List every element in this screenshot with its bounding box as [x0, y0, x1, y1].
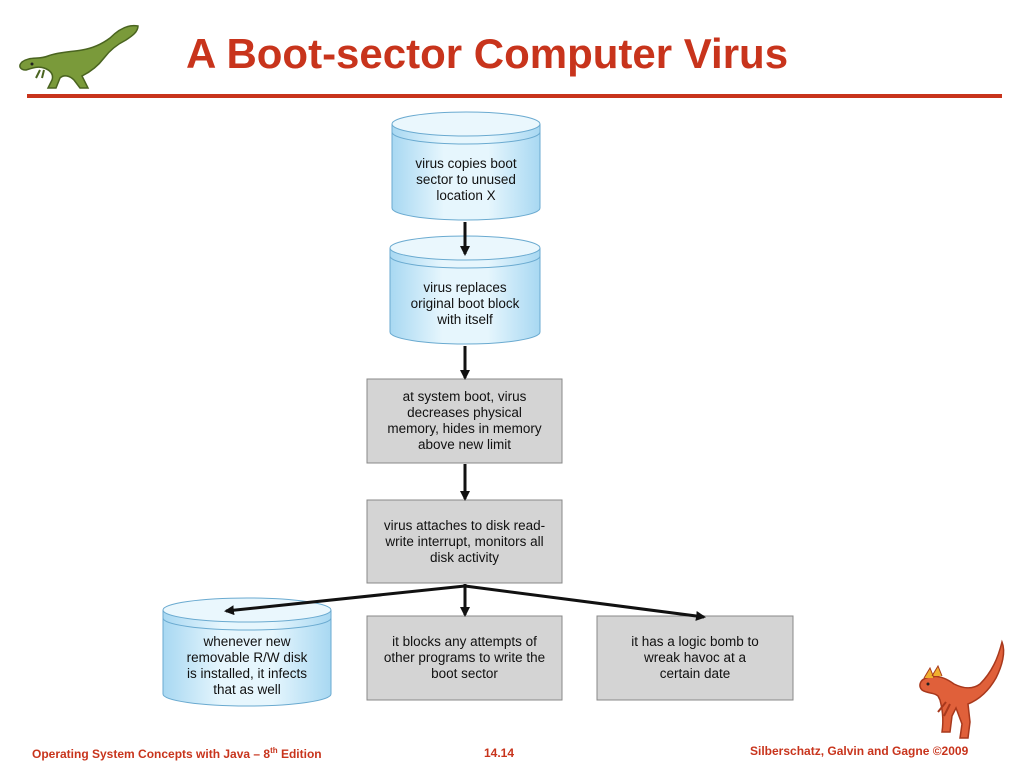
cylinder-step-1 — [391, 111, 541, 221]
step-5-text: whenever new removable R/W disk is insta… — [186, 634, 308, 697]
red-dinosaur-logo — [919, 639, 1005, 739]
slide-title: A Boot-sector Computer Virus — [186, 30, 789, 77]
arrow-4-to-5 — [224, 584, 466, 616]
step-2-text: virus replaces original boot block with … — [410, 280, 520, 327]
footer-book-title: Operating System Concepts with Java – 8t… — [32, 746, 322, 761]
title-divider — [27, 94, 1002, 98]
step-7-text: it has a logic bomb to wreak havoc at a … — [631, 634, 759, 681]
step-3-text: at system boot, virus decreases physical… — [387, 389, 542, 452]
green-dinosaur-logo — [19, 24, 139, 89]
process-box-step-4 — [366, 499, 563, 584]
step-4-text: virus attaches to disk read- write inter… — [383, 518, 546, 565]
footer-page-number: 14.14 — [484, 746, 515, 760]
step-6-text: it blocks any attempts of other programs… — [383, 634, 546, 681]
arrow-4-to-7 — [464, 584, 706, 621]
footer-copyright: Silberschatz, Galvin and Gagne ©2009 — [750, 744, 969, 758]
process-box-step-7 — [596, 615, 794, 701]
process-box-step-6 — [366, 615, 563, 701]
process-box-step-3 — [366, 378, 563, 464]
step-1-text: virus copies boot sector to unused locat… — [415, 156, 517, 203]
